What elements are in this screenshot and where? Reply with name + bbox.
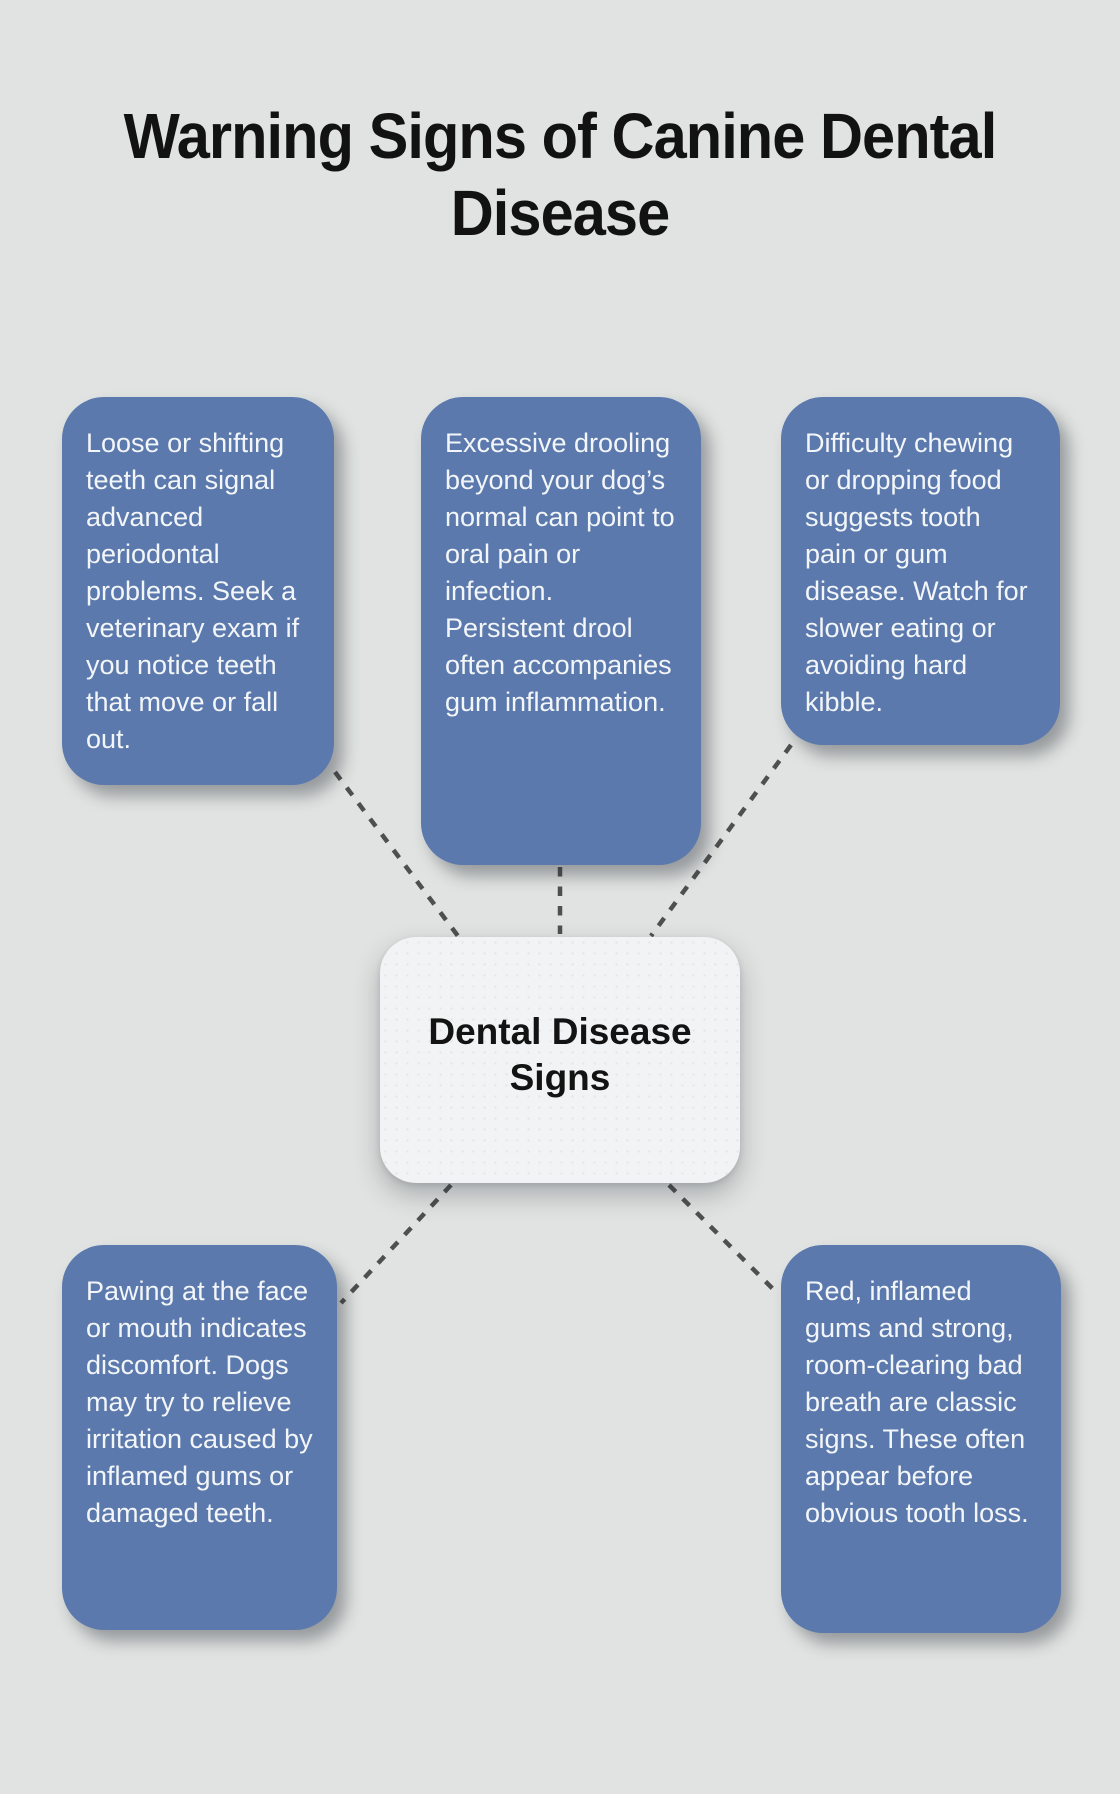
connector-center-to-pawing	[339, 1183, 453, 1305]
node-excessive-drooling: Excessive drooling beyond your dog’s nor…	[421, 397, 701, 865]
connector-chewing-to-center	[649, 743, 793, 938]
node-text: Red, inflamed gums and strong, room-clea…	[805, 1276, 1029, 1528]
node-bad-breath: Red, inflamed gums and strong, room-clea…	[781, 1245, 1061, 1633]
node-text: Excessive drooling beyond your dog’s nor…	[445, 428, 675, 717]
page-title-line-1: Warning Signs of Canine Dental	[123, 100, 998, 172]
node-text: Pawing at the face or mouth indicates di…	[86, 1276, 313, 1528]
connector-loose-teeth-to-center	[333, 770, 460, 938]
connector-center-to-bad-breath	[667, 1183, 781, 1297]
center-node: Dental Disease Signs	[380, 937, 740, 1183]
page-title: Warning Signs of Canine Dental Disease	[39, 98, 1081, 252]
node-text: Difficulty chewing or dropping food sugg…	[805, 428, 1028, 717]
node-text: Loose or shifting teeth can signal advan…	[86, 428, 300, 754]
node-loose-teeth: Loose or shifting teeth can signal advan…	[62, 397, 334, 785]
node-pawing-at-mouth: Pawing at the face or mouth indicates di…	[62, 1245, 337, 1630]
node-difficulty-chewing: Difficulty chewing or dropping food sugg…	[781, 397, 1060, 745]
center-node-label: Dental Disease Signs	[428, 1010, 692, 1098]
page-title-line-2: Disease	[450, 176, 670, 249]
